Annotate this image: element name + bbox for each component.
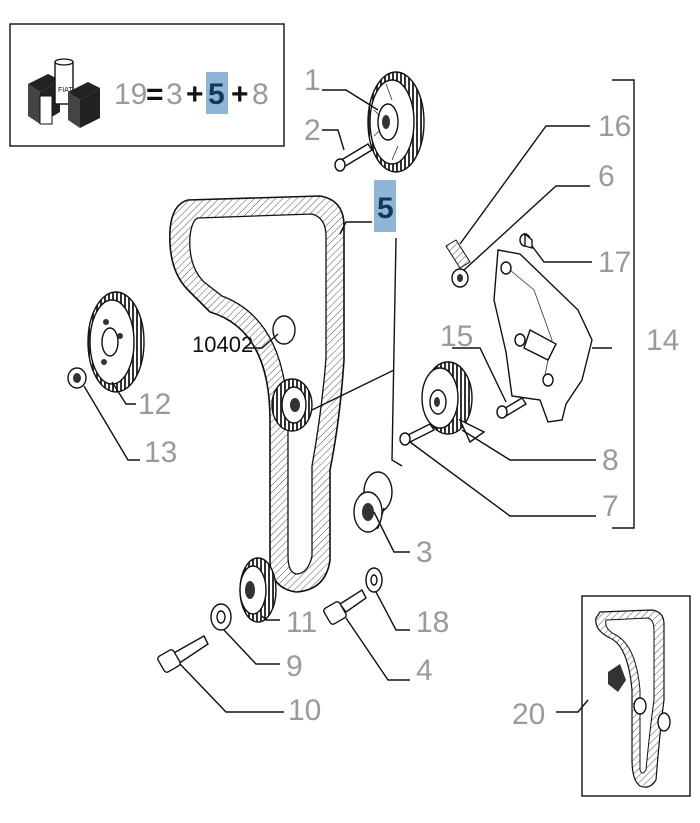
inset-box [556,595,691,797]
label-17: 17 [598,246,631,279]
label-18: 18 [416,606,449,639]
svg-text:FIAT: FIAT [58,87,73,94]
label-5: 5 [377,192,394,225]
camshaft-bolt [334,143,373,172]
label-9: 9 [286,650,303,683]
kit-icon: FIAT [28,58,100,128]
spacer [365,567,383,593]
kit-part-c: 8 [252,78,269,111]
label-3: 3 [416,536,433,569]
leader-lines [83,89,612,713]
bracket-stud [445,239,471,269]
bracket-cap-bolt [519,232,533,249]
label-20: 20 [512,698,545,731]
belt-idler [272,315,296,345]
kit-plus-b: + [231,78,249,111]
label-ref: 10402 [192,332,253,357]
label-12: 12 [138,388,171,421]
guide-line-b [311,369,395,411]
crankshaft-nut [67,367,87,389]
label-10: 10 [288,694,321,727]
tensioner-bolt [399,423,436,446]
kit-number: 19 [114,78,147,111]
label-16: 16 [598,110,631,143]
label-2: 2 [304,114,321,147]
kit-part-b: 5 [208,78,225,111]
label-4: 4 [416,654,433,687]
label-8: 8 [602,444,619,477]
crankshaft-gear [87,291,145,393]
tensioner-pulley [421,361,486,444]
label-1: 1 [304,64,321,97]
tensioner-bracket [493,249,593,423]
idler-pulley [353,471,393,533]
label-14: 14 [646,324,679,357]
timing-belt [169,195,345,593]
kit-box: FIAT 19 = 3 + 5 + 8 [9,23,285,147]
label-13: 13 [144,436,177,469]
drive-bolt [157,635,209,673]
camshaft-gear [367,71,425,173]
kit-plus-a: + [186,78,204,111]
label-5-highlight [374,180,396,232]
drive-gear [239,557,277,623]
bracket-nut [451,268,469,288]
part-labels: 1 2 5 16 6 17 14 15 8 7 3 18 4 11 9 10 1… [138,64,679,731]
label-6: 6 [598,160,615,193]
label-11: 11 [286,606,317,639]
kit-equals: = [146,78,164,111]
label-15: 15 [440,320,473,353]
kit-highlight-box [206,72,228,114]
group-bracket [612,79,635,529]
label-7: 7 [602,490,619,523]
bracket-bolt [496,397,527,419]
kit-part-a: 3 [166,78,183,111]
washer [210,603,232,631]
guide-line [391,237,403,467]
idler-bolt [323,588,367,625]
belt-tensioner-pulley [271,378,313,432]
